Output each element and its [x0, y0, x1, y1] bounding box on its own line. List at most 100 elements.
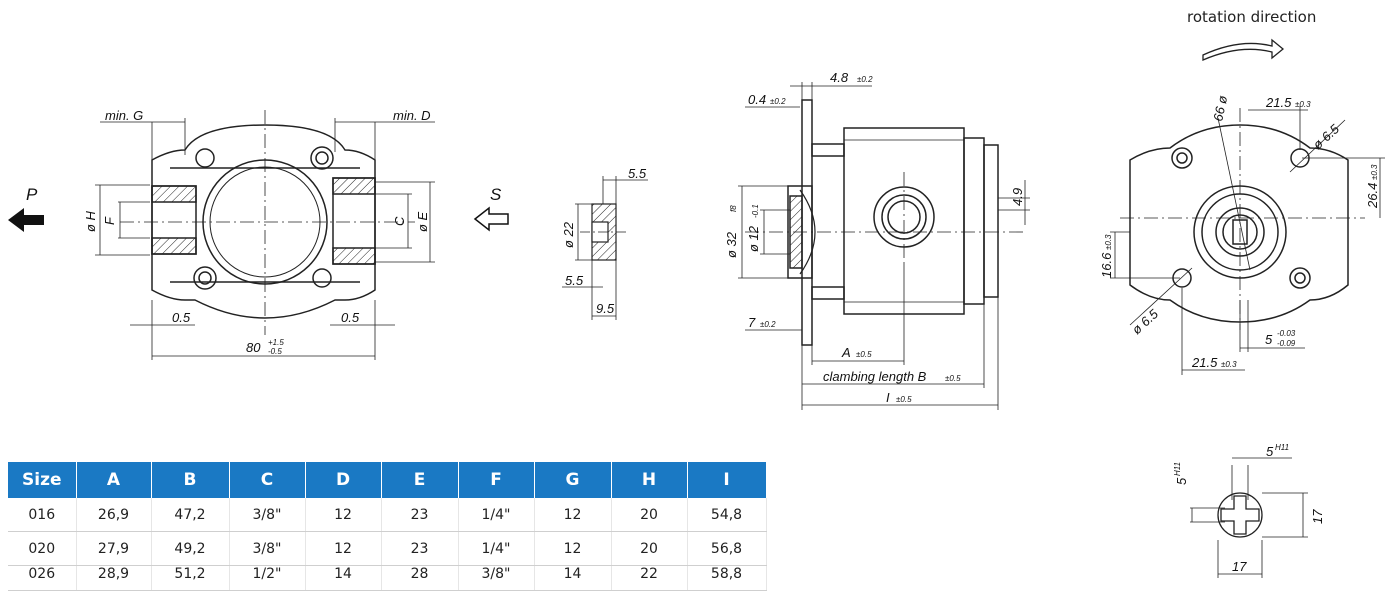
cell-e: 23	[381, 498, 459, 532]
cell-g: 12	[534, 531, 612, 566]
dim-key-17-bottom: 17	[1232, 559, 1247, 574]
rear-view-labels: 66 ø 21.5 ±0.3 ø 6.5 26.4 ±0.3 16.6 ±0.3…	[1099, 94, 1380, 370]
port-p-arrow: P	[8, 185, 44, 232]
cell-e: 23	[381, 531, 459, 566]
cell-b: 51,2	[151, 565, 230, 591]
cell-size: 026	[8, 565, 77, 591]
cell-c: 3/8"	[229, 531, 306, 566]
header-size: Size	[8, 462, 77, 498]
dim-4-9: 4.9	[1010, 188, 1025, 206]
cell-d: 12	[305, 531, 382, 566]
dim-5-tolerance: 5	[1265, 332, 1273, 347]
cell-i: 58,8	[687, 565, 767, 591]
dim-12: ø 12	[746, 225, 761, 252]
dimension-table: Size A B C D E F G H I 016 26,9 47,2 3/8…	[8, 462, 767, 591]
cell-g: 14	[534, 565, 612, 591]
cell-h: 20	[611, 498, 688, 532]
front-view-dimlines	[95, 118, 435, 360]
dim-32-tol: f8	[729, 205, 738, 212]
shaft-key-shape	[1190, 457, 1308, 578]
label-s: S	[490, 185, 502, 204]
header-a: A	[76, 462, 152, 498]
dim-6-5-top: ø 6.5	[1310, 121, 1343, 152]
header-d: D	[305, 462, 382, 498]
port-s-arrow: S	[473, 185, 509, 232]
side-view-centerlines	[745, 172, 1025, 262]
dim-5-5-top: 5.5	[628, 166, 647, 181]
cell-g: 12	[534, 498, 612, 532]
header-g: G	[534, 462, 612, 498]
shaft-key-labels: 5 H11 5 H11 17 17	[1173, 443, 1325, 574]
dim-key-5-left: 5	[1174, 477, 1189, 485]
side-view-dimlines	[738, 82, 1030, 410]
dim-9-5: 9.5	[596, 301, 615, 316]
dim-32: ø 32	[724, 231, 739, 258]
dim-clamping-length-b: clambing length B	[823, 369, 927, 384]
dim-4-8-tol: ±0.2	[857, 75, 873, 84]
front-view-labels: min. G min. D ø H F C ø E 0.5 0.5 80 +1.…	[83, 108, 431, 356]
cell-a: 26,9	[76, 498, 152, 532]
dim-0-4: 0.4	[748, 92, 766, 107]
dim-21-5-bottom-tol: ±0.3	[1221, 360, 1237, 369]
flange-labels: 5.5 ø 22 5.5 9.5	[561, 166, 647, 316]
dim-width-80-tol-upper: +1.5	[268, 338, 284, 347]
dim-12-tol: -0.1	[751, 204, 760, 218]
dim-min-g: min. G	[105, 108, 143, 123]
dim-e: ø E	[415, 211, 430, 232]
rear-view-centerlines	[1120, 108, 1365, 330]
dim-i-tol: ±0.5	[896, 395, 912, 404]
dim-7: 7	[748, 315, 756, 330]
cell-h: 22	[611, 565, 688, 591]
cell-c: 3/8"	[229, 498, 306, 532]
cell-i: 56,8	[687, 531, 767, 566]
cell-a: 28,9	[76, 565, 152, 591]
dim-21-5-bottom: 21.5	[1191, 355, 1218, 370]
dim-half-right: 0.5	[341, 310, 360, 325]
cell-a: 27,9	[76, 531, 152, 566]
header-e: E	[381, 462, 459, 498]
cell-size: 020	[8, 531, 77, 566]
table-row: 016 26,9 47,2 3/8" 12 23 1/4" 12 20 54,8	[8, 498, 767, 532]
flange-section	[562, 176, 648, 320]
dim-c: C	[392, 216, 407, 226]
rotation-direction-caption: rotation direction	[1187, 8, 1317, 26]
dim-i: I	[886, 390, 890, 405]
rear-view	[1129, 124, 1349, 323]
cell-f: 3/8"	[458, 565, 535, 591]
rear-view-dimlines	[1110, 106, 1385, 375]
rotation-arrow	[1202, 38, 1285, 61]
front-view-centerlines	[120, 110, 415, 335]
cell-size: 016	[8, 498, 77, 532]
cell-d: 12	[305, 498, 382, 532]
dim-width-80: 80	[246, 340, 261, 355]
dim-key-17-right: 17	[1310, 509, 1325, 524]
cell-e: 28	[381, 565, 459, 591]
dim-5-tol-lower: -0.09	[1277, 339, 1296, 348]
dim-key-5-left-tol: H11	[1173, 462, 1182, 476]
dim-min-d: min. D	[393, 108, 431, 123]
label-p: P	[26, 185, 38, 204]
cell-b: 47,2	[151, 498, 230, 532]
dim-16-6-tol: ±0.3	[1104, 234, 1113, 250]
header-b: B	[151, 462, 230, 498]
dim-4-8: 4.8	[830, 70, 849, 85]
header-f: F	[458, 462, 535, 498]
dim-7-tol: ±0.2	[760, 320, 776, 329]
dim-h: ø H	[83, 210, 98, 232]
table-row: 026 28,9 51,2 1/2" 14 28 3/8" 14 22 58,8	[8, 565, 767, 591]
dim-half-left: 0.5	[172, 310, 191, 325]
dim-21-5-top: 21.5	[1265, 95, 1292, 110]
cell-f: 1/4"	[458, 498, 535, 532]
front-view	[151, 124, 376, 319]
dim-21-5-top-tol: ±0.3	[1295, 100, 1311, 109]
cell-d: 14	[305, 565, 382, 591]
dim-0-4-tol: ±0.2	[770, 97, 786, 106]
cell-i: 54,8	[687, 498, 767, 532]
side-view-labels: 4.8 ±0.2 0.4 ±0.2 ø 32 f8 ø 12 -0.1 4.9 …	[724, 70, 1025, 405]
header-i: I	[687, 462, 767, 498]
dim-5-5-bottom: 5.5	[565, 273, 584, 288]
technical-drawing: min. G min. D ø H F C ø E 0.5 0.5 80 +1.…	[8, 38, 1385, 410]
dim-a-tol: ±0.5	[856, 350, 872, 359]
dim-f: F	[102, 216, 117, 225]
dim-clamping-length-b-tol: ±0.5	[945, 374, 961, 383]
